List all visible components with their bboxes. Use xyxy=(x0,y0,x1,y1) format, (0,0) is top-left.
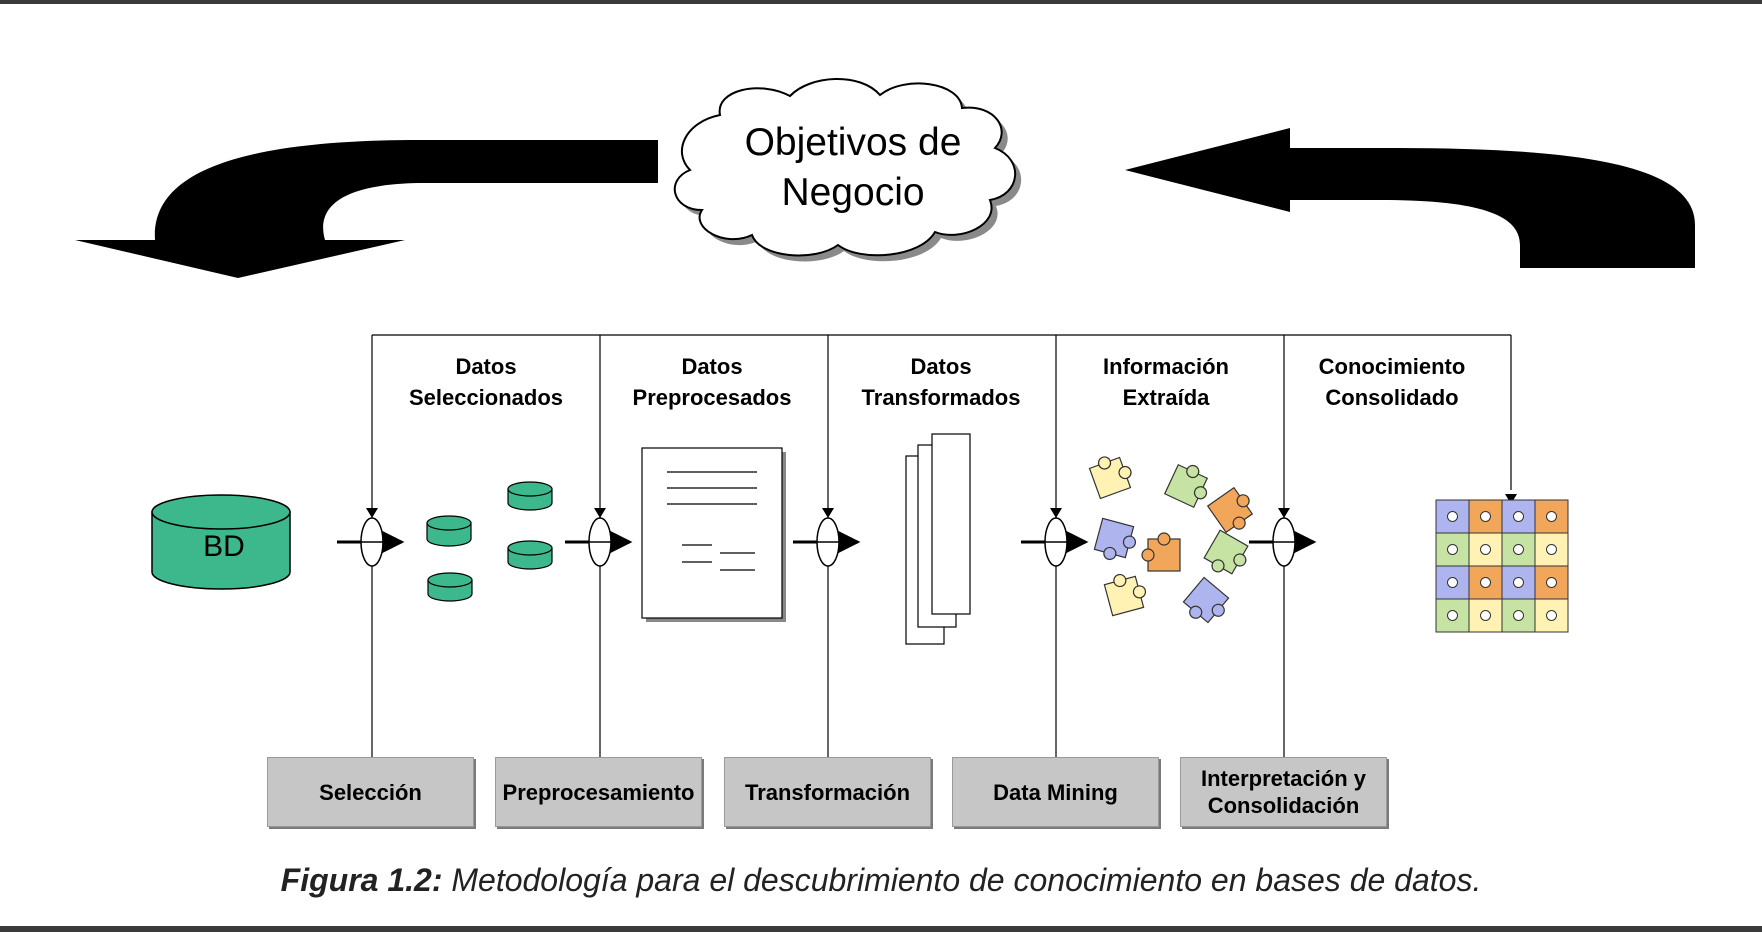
top-border xyxy=(0,0,1762,4)
assembled-puzzle-grid-icon xyxy=(1435,499,1569,633)
puzzle-knob xyxy=(1480,544,1491,555)
puzzle-knob xyxy=(1447,511,1458,522)
database-cylinder-icon xyxy=(151,494,291,590)
puzzle-knob xyxy=(1546,577,1557,588)
step-interpretacion-consolidacion: Interpretación y Consolidación xyxy=(1180,757,1387,827)
header-informacion-extraida: Información Extraída xyxy=(1103,354,1229,410)
transformed-pages-icon xyxy=(905,433,971,645)
header-conocimiento-consolidado: Conocimiento Consolidado xyxy=(1318,354,1466,410)
puzzle-knob xyxy=(1513,511,1524,522)
database-label: BD xyxy=(203,530,245,563)
right-curved-arrow xyxy=(1125,128,1695,268)
step-preprocesamiento: Preprocesamiento xyxy=(495,757,702,827)
puzzle-knob xyxy=(1447,544,1458,555)
vertical-arrow-tips xyxy=(366,494,1517,518)
cloud-label: Objetivos de Negocio xyxy=(744,121,962,214)
puzzle-knob xyxy=(1480,577,1491,588)
step-seleccion: Selección xyxy=(267,757,474,827)
bottom-border xyxy=(0,926,1762,932)
puzzle-piece xyxy=(1501,598,1536,633)
scattered-puzzle-pieces-icon xyxy=(1088,456,1254,624)
step-data-mining: Data Mining xyxy=(952,757,1159,827)
puzzle-knob xyxy=(1513,610,1524,621)
business-objectives-cloud xyxy=(673,78,1022,262)
figure-caption: Figura 1.2: Metodología para el descubri… xyxy=(0,862,1762,899)
figure-caption-text: Metodología para el descubrimiento de co… xyxy=(442,862,1482,898)
puzzle-knob xyxy=(1447,577,1458,588)
puzzle-knob xyxy=(1513,544,1524,555)
puzzle-knob xyxy=(1546,511,1557,522)
puzzle-knob xyxy=(1546,544,1557,555)
figure-caption-number: Figura 1.2: xyxy=(280,862,443,898)
puzzle-knob xyxy=(1513,577,1524,588)
preprocessed-document-icon xyxy=(641,447,786,622)
puzzle-knob xyxy=(1546,610,1557,621)
selected-data-cylinders-icon xyxy=(426,481,553,602)
header-datos-preprocesados: Datos Preprocesados xyxy=(632,354,792,410)
puzzle-knob xyxy=(1447,610,1458,621)
step-transformacion: Transformación xyxy=(724,757,931,827)
header-datos-transformados: Datos Transformados xyxy=(861,354,1021,410)
left-curved-arrow xyxy=(75,140,658,278)
header-datos-seleccionados: Datos Seleccionados xyxy=(408,354,564,410)
puzzle-knob xyxy=(1480,511,1491,522)
puzzle-piece xyxy=(1534,598,1569,633)
puzzle-knob xyxy=(1480,610,1491,621)
